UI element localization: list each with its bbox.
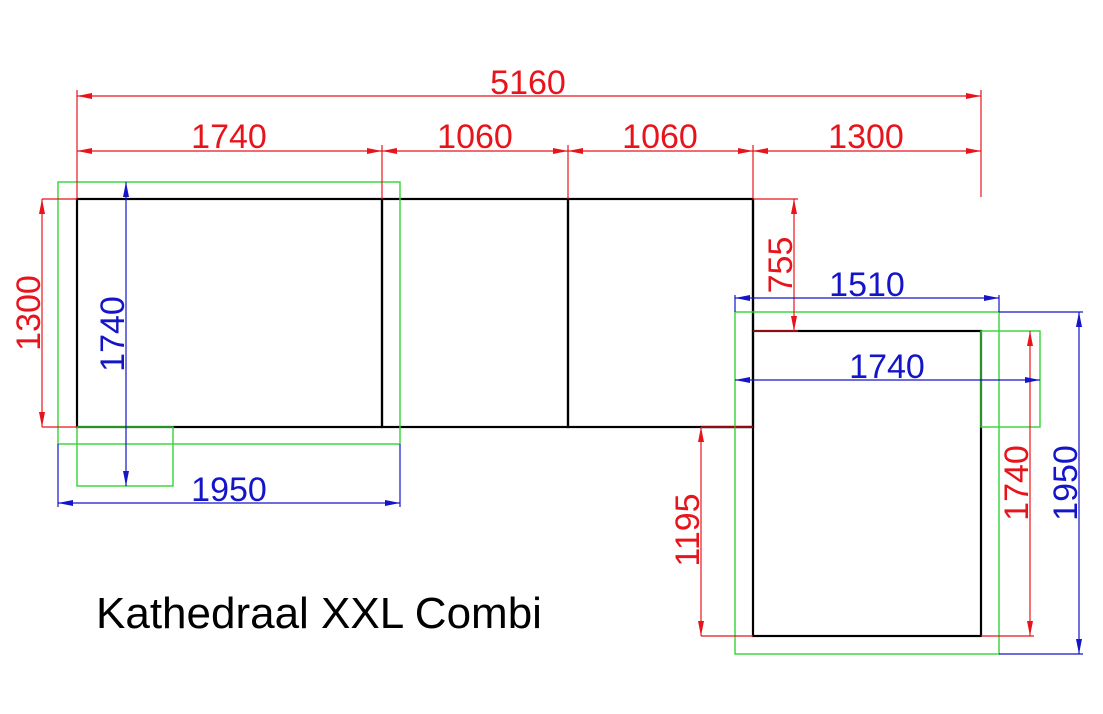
dim-top-segment-1: 1740 [191, 118, 267, 156]
drawing-title: Kathedraal XXL Combi [96, 589, 542, 638]
left-frame [57, 181, 401, 445]
dim-left-depth-red: 1300 [10, 275, 48, 351]
dim-right-offset: 755 [762, 237, 800, 294]
dim-top-segment-3: 1060 [622, 118, 698, 156]
red-dimension-lines [39, 90, 1034, 637]
blue-dimension-lines [57, 182, 1083, 655]
dim-top-segment-2: 1060 [437, 118, 513, 156]
dim-left-width-blue: 1950 [191, 471, 267, 509]
module-middle-1 [380, 197, 570, 429]
module-outlines [75, 197, 983, 638]
right-frame [734, 311, 1000, 655]
dim-right-width-top: 1510 [829, 266, 905, 304]
dim-right-width-mid: 1740 [849, 348, 925, 386]
green-frames [57, 181, 1041, 655]
right-small-frame [980, 330, 1041, 428]
dim-right-depth-red: 1740 [998, 445, 1036, 521]
dim-right-lower: 1195 [669, 493, 707, 566]
module-right [751, 329, 983, 638]
dim-top-segment-4: 1300 [828, 118, 904, 156]
dim-overall-width: 5160 [490, 64, 566, 102]
dim-left-depth-blue: 1740 [94, 296, 132, 372]
dim-right-depth-blue: 1950 [1047, 445, 1085, 521]
left-small-frame [76, 426, 174, 487]
module-middle-2 [566, 197, 755, 429]
